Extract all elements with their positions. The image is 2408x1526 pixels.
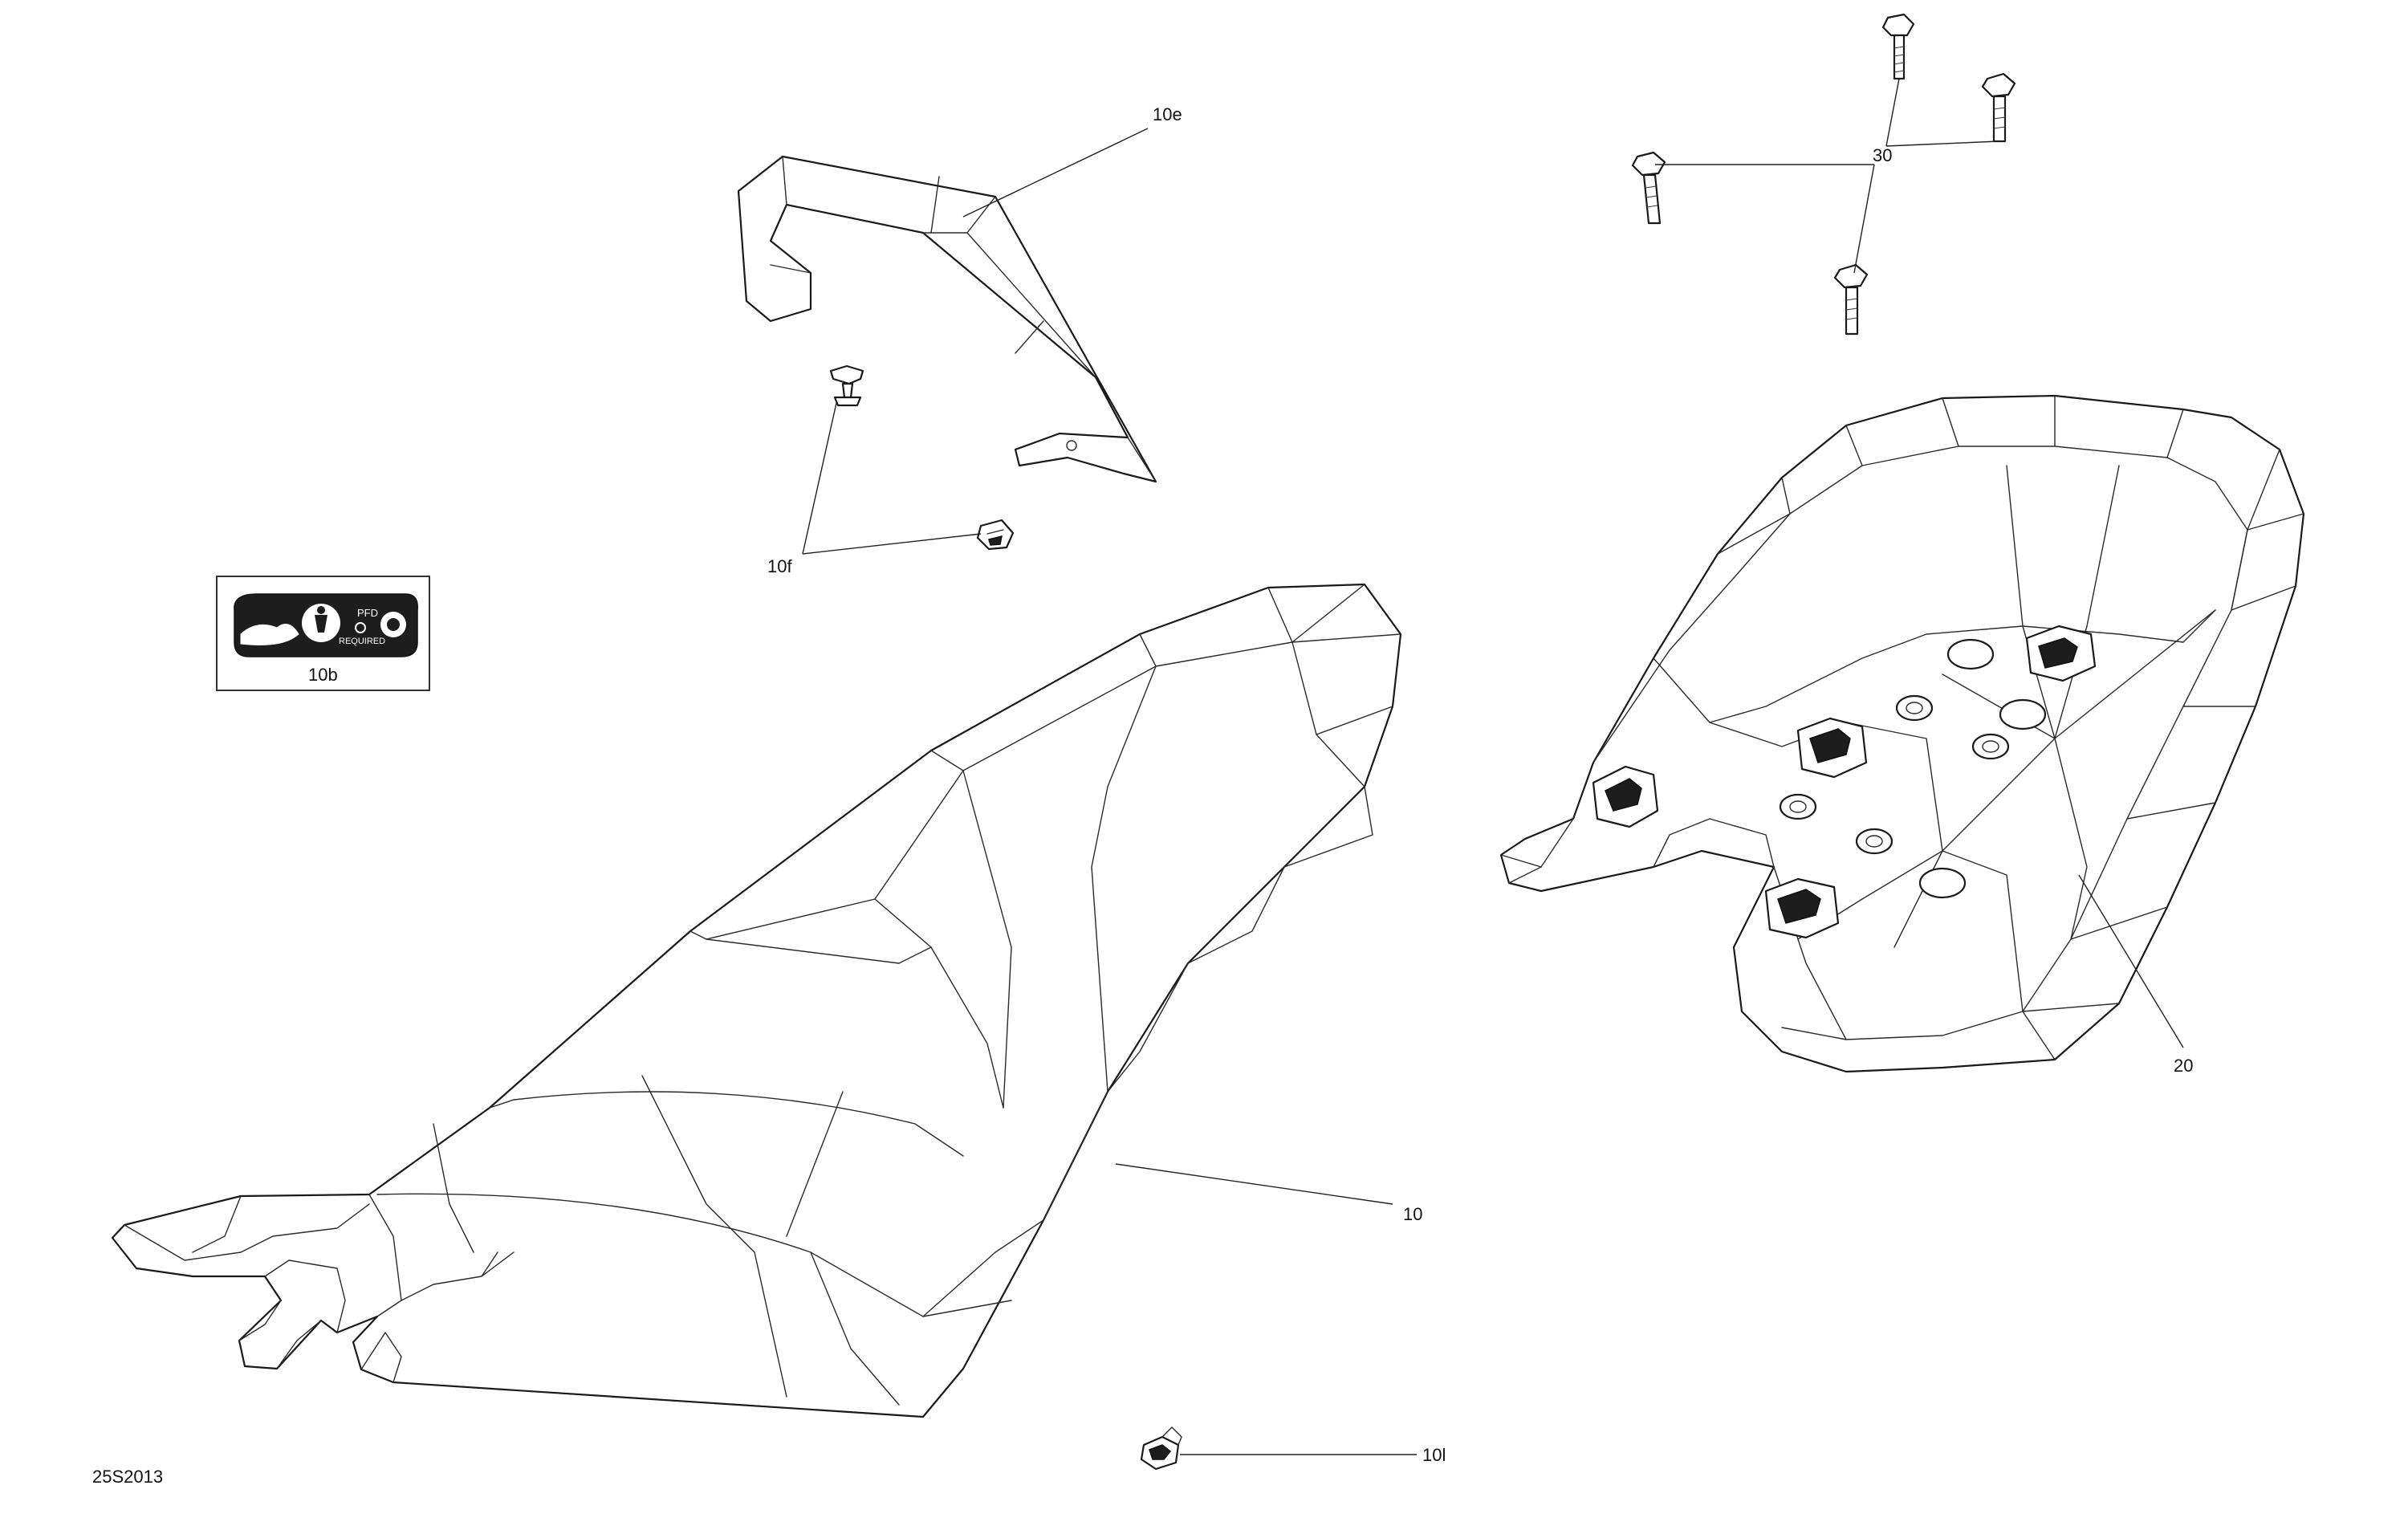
- seat-10[interactable]: [111, 583, 1402, 1418]
- screw-30-a[interactable]: [1881, 13, 1915, 80]
- decal-required-text: REQUIRED: [339, 637, 385, 646]
- label-20: 20: [2174, 1056, 2193, 1076]
- label-10b: 10b: [308, 665, 338, 685]
- decal-pfd-text: PFD: [357, 607, 378, 619]
- label-10: 10: [1403, 1204, 1422, 1224]
- decal-10b[interactable]: PFD REQUIRED 10b: [216, 576, 430, 691]
- seat-base-20[interactable]: [1499, 394, 2305, 1073]
- screw-30-c[interactable]: [1631, 151, 1666, 225]
- clip-10l[interactable]: [1140, 1426, 1182, 1471]
- label-10f: 10f: [767, 556, 792, 576]
- label-30: 30: [1873, 145, 1892, 165]
- grab-strap-10e[interactable]: [737, 155, 1157, 483]
- push-rivet-10f-lower[interactable]: [976, 519, 1015, 551]
- leader-lines: [802, 78, 2184, 1455]
- drawing-id: 25S2013: [92, 1467, 163, 1487]
- push-rivet-10f-upper[interactable]: [829, 364, 864, 407]
- screw-30-b[interactable]: [1981, 72, 2016, 143]
- screw-30-d[interactable]: [1833, 263, 1869, 336]
- label-10e: 10e: [1153, 104, 1182, 124]
- label-10l: 10l: [1422, 1445, 1446, 1465]
